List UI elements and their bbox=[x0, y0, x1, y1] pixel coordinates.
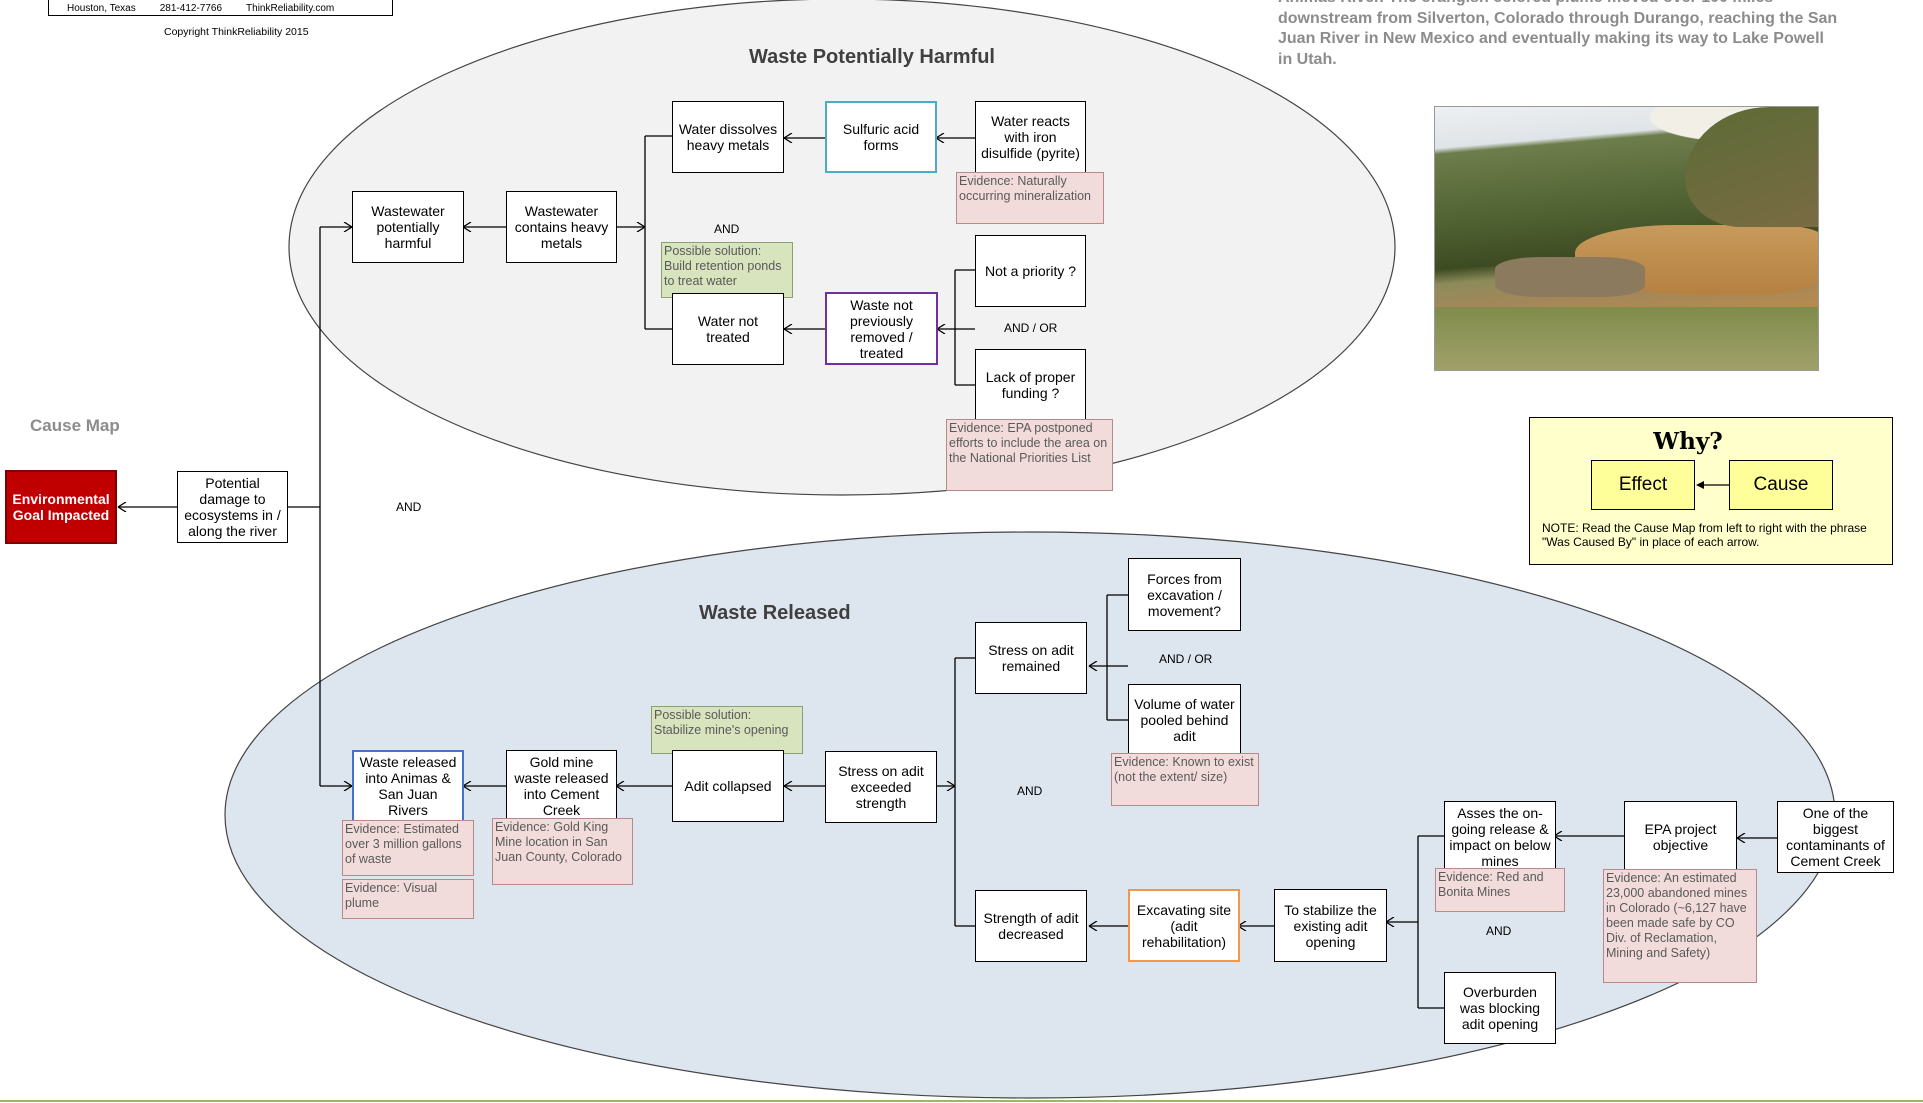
evidence-abandoned-mines: Evidence: An estimated 23,000 abandoned … bbox=[1603, 869, 1757, 983]
node-stress-remained[interactable]: Stress on adit remained bbox=[975, 622, 1087, 694]
solution-retention-ponds: Possible solution: Build retention ponds… bbox=[661, 242, 793, 298]
node-excavating-site[interactable]: Excavating site (adit rehabilitation) bbox=[1128, 889, 1240, 962]
node-forces-excavation[interactable]: Forces from excavation / movement? bbox=[1128, 558, 1241, 631]
legend-arrow bbox=[1696, 481, 1729, 489]
node-lack-funding[interactable]: Lack of proper funding ? bbox=[975, 349, 1086, 421]
solution-stabilize-opening: Possible solution: Stabilize mine's open… bbox=[651, 706, 803, 754]
river-photo bbox=[1434, 106, 1819, 371]
legend-box: Why? Effect Cause NOTE: Read the Cause M… bbox=[1529, 417, 1893, 565]
evidence-known-exist: Evidence: Known to exist (not the extent… bbox=[1111, 753, 1259, 806]
node-stabilize-opening[interactable]: To stabilize the existing adit opening bbox=[1274, 889, 1387, 962]
contact-phone: 281-412-7766 bbox=[159, 3, 223, 14]
group-title-released: Waste Released bbox=[699, 602, 851, 624]
node-wastewater-harmful[interactable]: Wastewater potentially harmful bbox=[352, 191, 464, 263]
connector-and-or-2: AND / OR bbox=[1159, 652, 1213, 666]
node-environmental-goal[interactable]: Environmental Goal Impacted bbox=[5, 470, 117, 544]
group-title-harmful: Waste Potentially Harmful bbox=[749, 46, 995, 68]
connector-and-3: AND bbox=[1486, 924, 1512, 938]
legend-title: Why? bbox=[1653, 428, 1723, 455]
contact-site: ThinkReliability.com bbox=[246, 3, 335, 14]
connector-and-1: AND bbox=[714, 222, 740, 236]
node-waste-released[interactable]: Waste released into Animas & San Juan Ri… bbox=[352, 750, 464, 822]
evidence-epa-postponed: Evidence: EPA postponed efforts to inclu… bbox=[946, 419, 1113, 491]
evidence-mineralization: Evidence: Naturally occurring mineraliza… bbox=[956, 172, 1104, 224]
cause-map-label: Cause Map bbox=[30, 416, 120, 435]
node-overburden[interactable]: Overburden was blocking adit opening bbox=[1444, 972, 1556, 1044]
evidence-red-bonita: Evidence: Red and Bonita Mines bbox=[1435, 868, 1565, 912]
node-asses-ongoing[interactable]: Asses the on-going release & impact on b… bbox=[1444, 801, 1556, 873]
node-adit-collapsed[interactable]: Adit collapsed bbox=[672, 750, 784, 822]
node-water-dissolves[interactable]: Water dissolves heavy metals bbox=[672, 101, 784, 173]
evidence-gold-king: Evidence: Gold King Mine location in San… bbox=[492, 818, 633, 885]
group-ellipse-harmful bbox=[288, 0, 1396, 496]
node-volume-water[interactable]: Volume of water pooled behind adit bbox=[1128, 684, 1241, 756]
node-waste-not-removed[interactable]: Waste not previously removed / treated bbox=[825, 292, 938, 365]
contact-city: Houston, Texas bbox=[67, 3, 136, 14]
node-contaminants[interactable]: One of the biggest contaminants of Cemen… bbox=[1777, 801, 1894, 873]
description-text: Animas River. The orangish colored plume… bbox=[1278, 0, 1838, 68]
evidence-three-million: Evidence: Estimated over 3 million gallo… bbox=[342, 820, 474, 876]
node-stress-exceeded[interactable]: Stress on adit exceeded strength bbox=[825, 751, 937, 823]
copyright-text: Copyright ThinkReliability 2015 bbox=[164, 26, 309, 38]
node-sulfuric-acid[interactable]: Sulfuric acid forms bbox=[825, 101, 937, 173]
node-water-reacts[interactable]: Water reacts with iron disulfide (pyrite… bbox=[975, 101, 1086, 173]
node-gold-mine-waste[interactable]: Gold mine waste released into Cement Cre… bbox=[506, 750, 617, 822]
node-water-not-treated[interactable]: Water not treated bbox=[672, 293, 784, 365]
contact-box: Houston, Texas 281-412-7766 ThinkReliabi… bbox=[48, 0, 393, 16]
node-not-priority[interactable]: Not a priority ? bbox=[975, 235, 1086, 307]
node-strength-decreased[interactable]: Strength of adit decreased bbox=[975, 890, 1087, 962]
connector-and-main: AND bbox=[396, 500, 422, 514]
group-ellipse-released bbox=[224, 531, 1836, 1099]
node-wastewater-heavy-metals[interactable]: Wastewater contains heavy metals bbox=[506, 191, 617, 263]
node-epa-objective[interactable]: EPA project objective bbox=[1624, 801, 1737, 873]
evidence-visual-plume: Evidence: Visual plume bbox=[342, 879, 474, 919]
hillside bbox=[1685, 107, 1818, 227]
connector-and-2: AND bbox=[1017, 784, 1043, 798]
legend-note: NOTE: Read the Cause Map from left to ri… bbox=[1542, 521, 1867, 549]
legend-cause-box: Cause bbox=[1729, 460, 1833, 510]
foreground-grass bbox=[1435, 307, 1818, 370]
river-bank bbox=[1495, 257, 1645, 297]
legend-effect-box: Effect bbox=[1591, 460, 1695, 510]
node-potential-damage[interactable]: Potential damage to ecosystems in / alon… bbox=[177, 471, 288, 543]
connector-and-or-1: AND / OR bbox=[1004, 321, 1058, 335]
